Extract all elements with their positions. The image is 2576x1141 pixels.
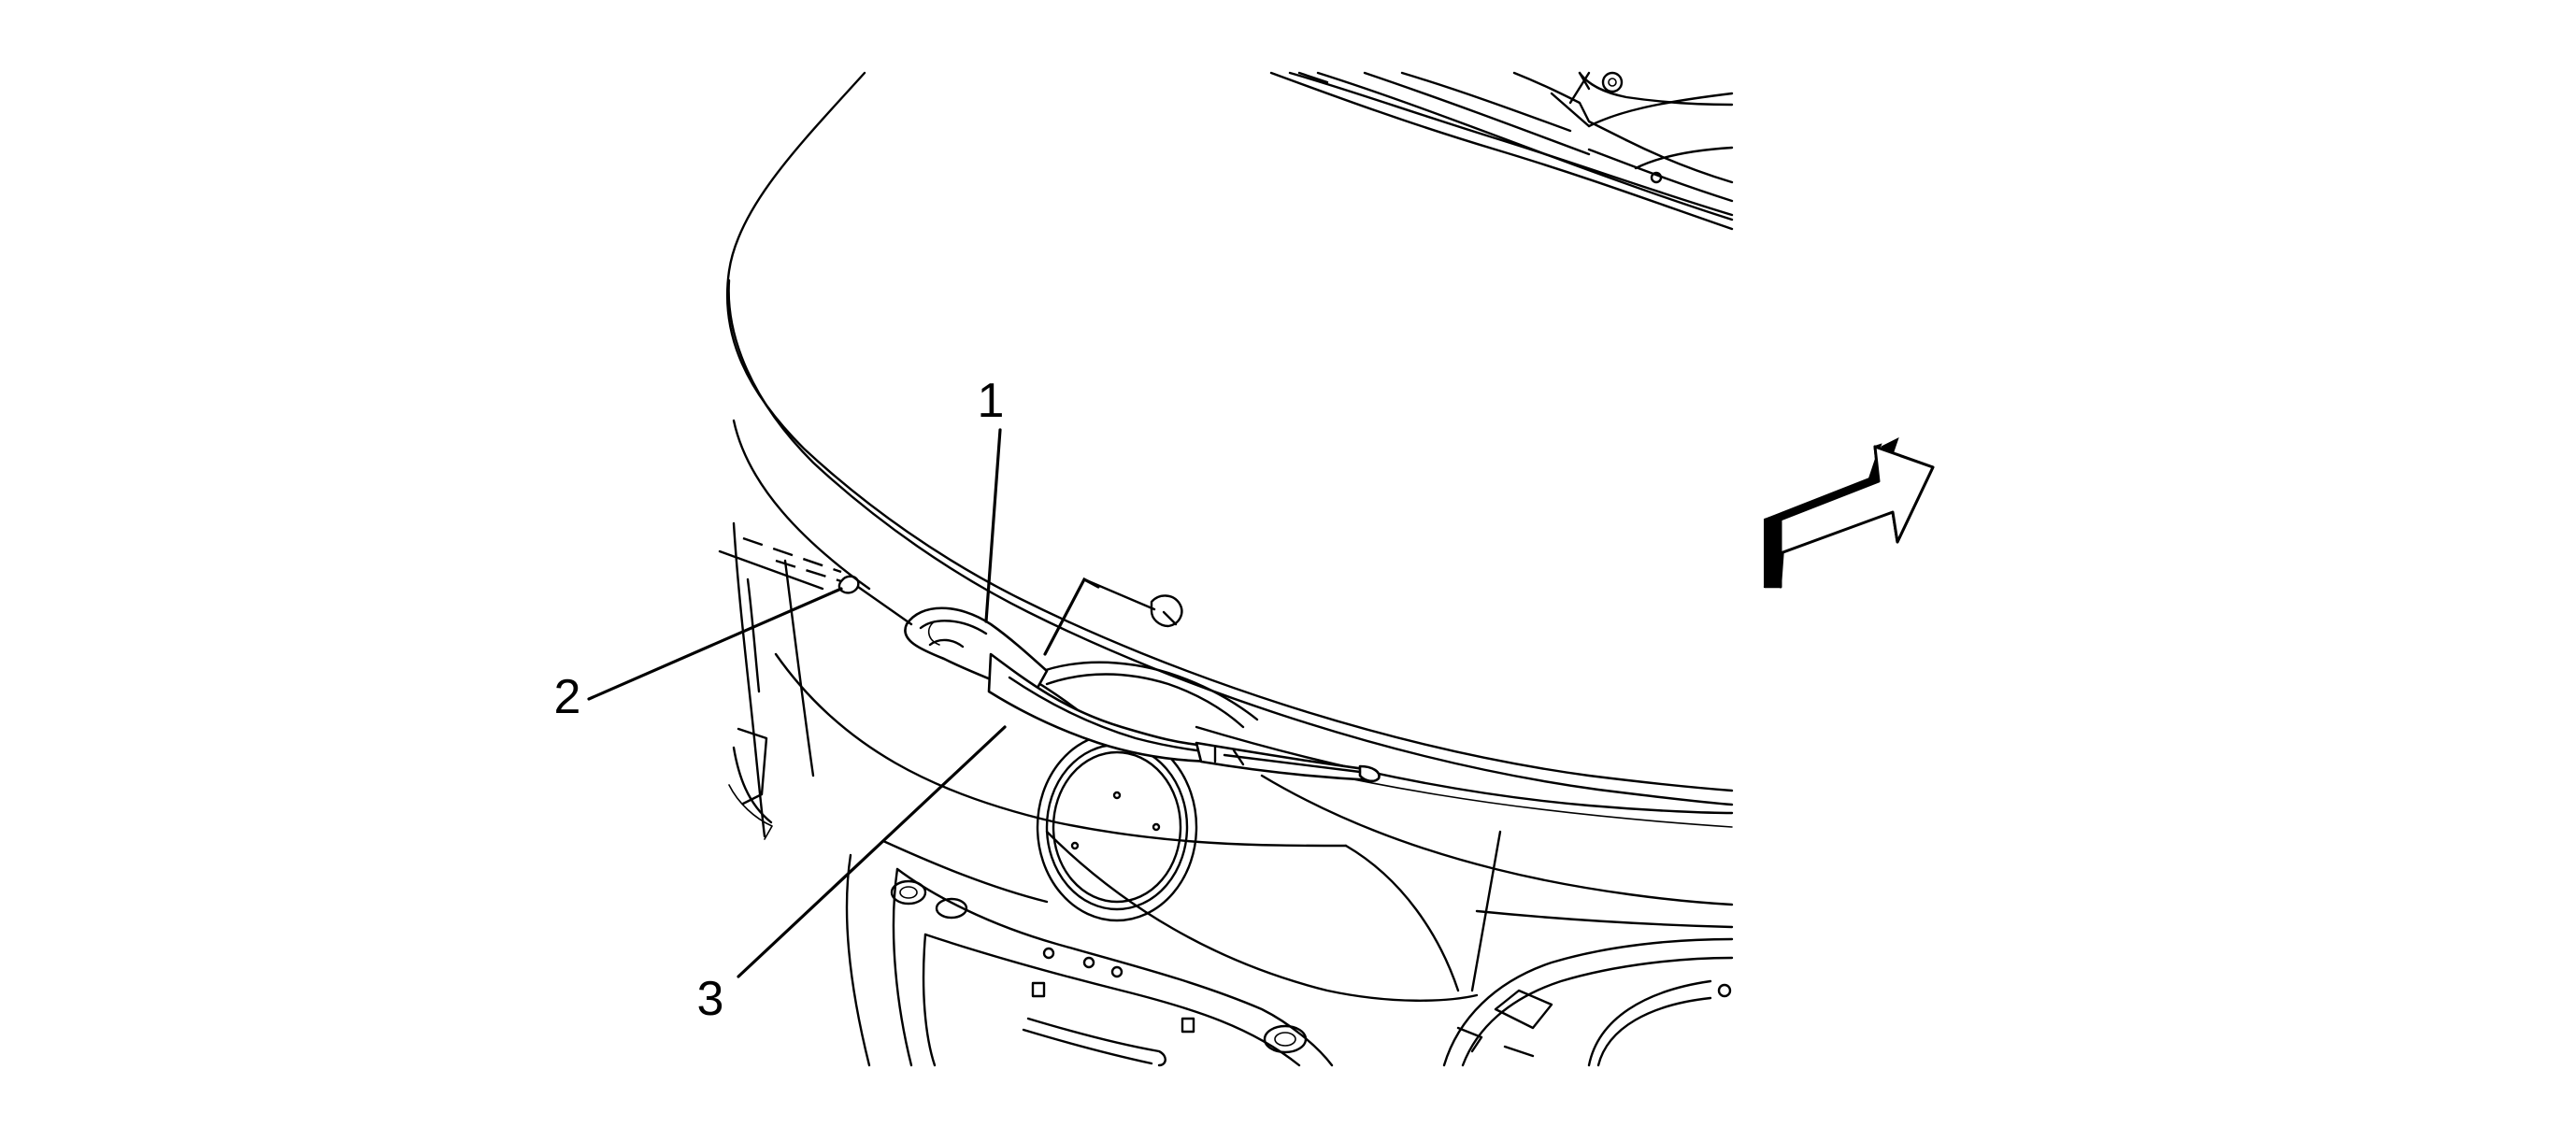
liftgate-body	[718, 71, 1734, 1067]
wiper-arm	[904, 606, 1381, 783]
callout-leaders	[587, 428, 1100, 978]
callout-3: 3	[697, 972, 724, 1026]
callout-1: 1	[978, 374, 1005, 428]
view-direction-arrow-icon	[1763, 437, 1935, 589]
callout-2: 2	[554, 670, 581, 724]
wiper-motor-cover	[1036, 661, 1259, 729]
